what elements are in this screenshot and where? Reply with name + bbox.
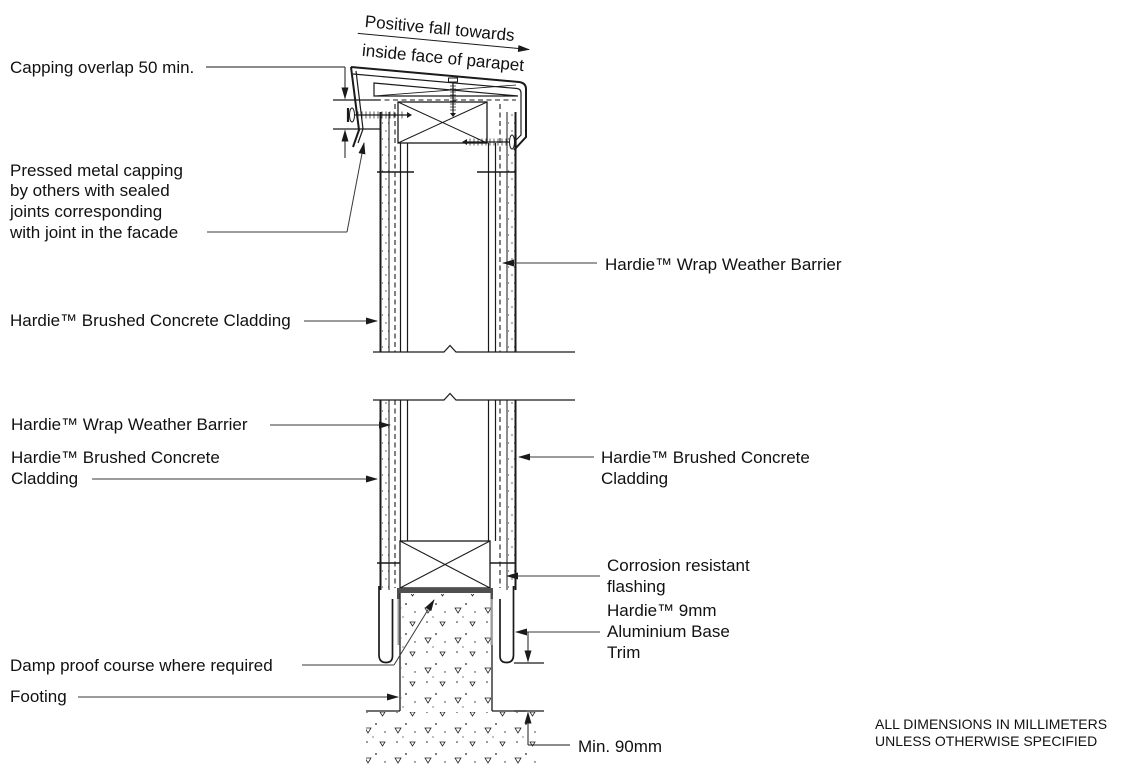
label-cladding-upper: Hardie™ Brushed Concrete Cladding xyxy=(10,311,291,330)
wall-section-upper xyxy=(377,104,517,352)
svg-text:by others with sealed: by others with sealed xyxy=(10,181,170,200)
capping-screw-right xyxy=(462,134,517,150)
label-pressed-metal-capping: Pressed metal capping by others with sea… xyxy=(9,161,183,242)
parapet-fall-packer xyxy=(373,82,519,97)
fall-note-line1: Positive fall towards xyxy=(364,12,515,45)
label-base-trim: Hardie™ 9mm Aluminium Base Trim xyxy=(607,601,730,662)
label-corrosion-flashing: Corrosion resistant flashing xyxy=(607,556,750,596)
label-cladding-mid-left: Hardie™ Brushed Concrete Cladding xyxy=(11,448,220,488)
dim-trim-bottom xyxy=(514,632,544,664)
svg-text:Corrosion resistant: Corrosion resistant xyxy=(607,556,750,575)
svg-text:Trim: Trim xyxy=(607,643,640,662)
svg-text:Hardie™ 9mm: Hardie™ 9mm xyxy=(607,601,717,620)
svg-text:joints corresponding: joints corresponding xyxy=(9,202,162,221)
capping-screw-left xyxy=(346,107,412,123)
footing-concrete xyxy=(366,593,538,766)
bottom-plate xyxy=(399,540,491,589)
label-wrap-barrier-upper: Hardie™ Wrap Weather Barrier xyxy=(605,255,842,274)
dim-capping-overlap xyxy=(206,66,380,158)
label-min-90mm: Min. 90mm xyxy=(578,737,662,756)
dim-min-90 xyxy=(514,710,570,746)
base-trim-right xyxy=(499,586,515,664)
wall-section-lower xyxy=(377,400,517,590)
fall-direction-arrow xyxy=(357,32,531,52)
label-wrap-barrier-mid: Hardie™ Wrap Weather Barrier xyxy=(11,415,248,434)
svg-text:Hardie™ Brushed Concrete: Hardie™ Brushed Concrete xyxy=(11,448,220,467)
fall-note: Positive fall towards inside face of par… xyxy=(357,12,531,75)
svg-text:flashing: flashing xyxy=(607,577,666,596)
label-capping-overlap: Capping overlap 50 min. xyxy=(10,58,194,77)
svg-text:UNLESS OTHERWISE SPECIFIED: UNLESS OTHERWISE SPECIFIED xyxy=(875,733,1097,749)
corrosion-flashing xyxy=(397,588,493,645)
break-line-upper xyxy=(373,344,575,353)
svg-text:Cladding: Cladding xyxy=(11,469,78,488)
leaders xyxy=(78,142,600,701)
capping-screw-vertical xyxy=(448,77,458,117)
pressed-metal-capping xyxy=(350,66,527,151)
break-line-lower xyxy=(373,392,575,401)
base-trim-left xyxy=(378,586,394,664)
svg-text:Cladding: Cladding xyxy=(601,469,668,488)
units-note: ALL DIMENSIONS IN MILLIMETERS UNLESS OTH… xyxy=(875,716,1107,749)
parapet-top-plate xyxy=(376,99,516,144)
svg-text:Aluminium Base: Aluminium Base xyxy=(607,622,730,641)
label-cladding-mid-right: Hardie™ Brushed Concrete Cladding xyxy=(601,448,810,488)
label-footing: Footing xyxy=(10,687,67,706)
svg-text:with joint in the facade: with joint in the facade xyxy=(9,223,178,242)
label-damp-proof-course: Damp proof course where required xyxy=(10,656,273,675)
svg-text:ALL DIMENSIONS IN MILLIMETERS: ALL DIMENSIONS IN MILLIMETERS xyxy=(875,716,1107,732)
svg-text:Hardie™ Brushed Concrete: Hardie™ Brushed Concrete xyxy=(601,448,810,467)
svg-text:Pressed metal capping: Pressed metal capping xyxy=(10,161,183,180)
